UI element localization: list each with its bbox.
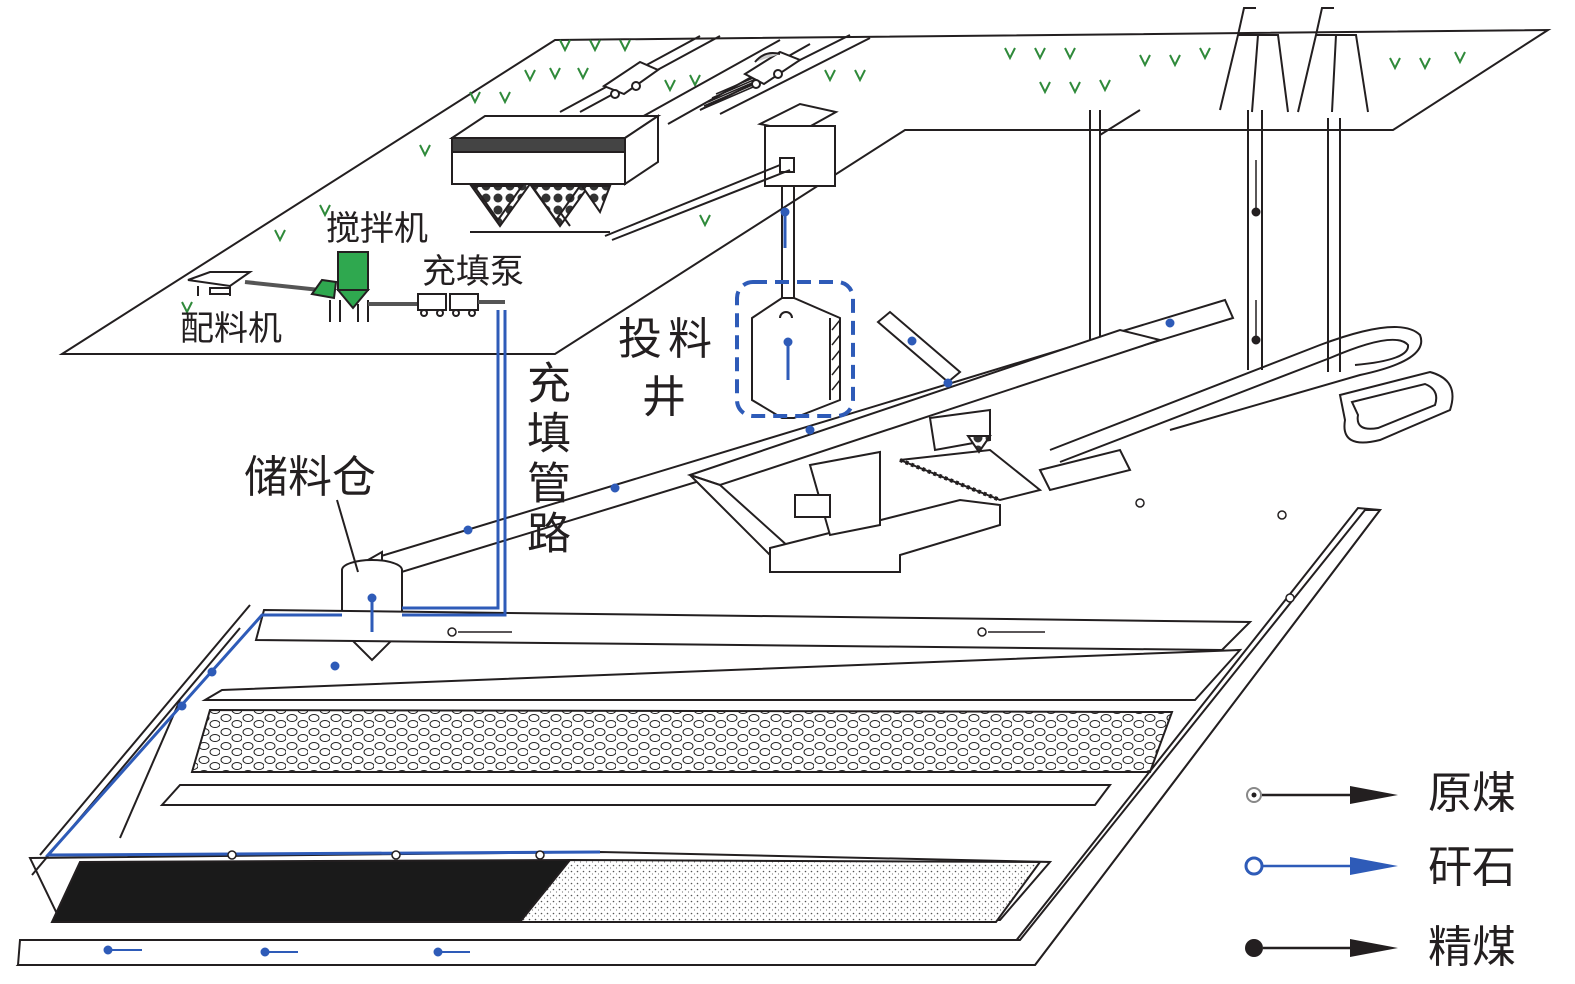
- fill-pump: [417, 293, 505, 317]
- fill-pipeline-label: 充填管路: [519, 360, 570, 560]
- batcher-machine: [187, 271, 321, 296]
- loop-roadway: [1049, 326, 1454, 463]
- surface-conveyor-hatch: [699, 67, 777, 111]
- truck-1: [601, 60, 661, 99]
- batcher-label: 配料机: [180, 309, 282, 349]
- surface-ground-plane: [58, 28, 1552, 355]
- shaft-flow-markers: [1251, 160, 1261, 345]
- main-shafts: [1089, 7, 1369, 372]
- feed-shaft-label: 投料井: [618, 318, 728, 448]
- grass-marks: [181, 39, 1466, 315]
- prep-plant: [686, 328, 1164, 573]
- legend-raw-coal-label: 原煤: [1428, 768, 1516, 819]
- mixer-label: 搅拌机: [326, 209, 428, 249]
- raw-coal-flow-markers: [227, 498, 1295, 860]
- mining-panel: [15, 506, 1383, 966]
- legend-clean-coal-label: 精煤: [1428, 922, 1516, 973]
- raw-coal-arrow-icon: [1246, 786, 1398, 804]
- truck-2: [742, 50, 803, 89]
- gangue-flow-markers: [103, 207, 1175, 957]
- legend-gangue-label: 矸石: [1428, 842, 1516, 893]
- fill-pump-label: 充填泵: [422, 252, 524, 292]
- feed-shaft-label-line-2: 井: [642, 372, 692, 423]
- fill-pipeline: [44, 215, 790, 857]
- clean-coal-arrow-icon: [1245, 939, 1398, 957]
- surface-hoist-house: [604, 102, 839, 241]
- feed-shaft-label-line-1: 投料: [618, 314, 718, 365]
- coal-storage-building: [448, 114, 662, 233]
- feed-shaft: [735, 186, 855, 419]
- gangue-arrow-icon: [1244, 856, 1398, 876]
- mixer-machine: [310, 251, 420, 322]
- storage-bin-label: 储料仓: [244, 452, 376, 503]
